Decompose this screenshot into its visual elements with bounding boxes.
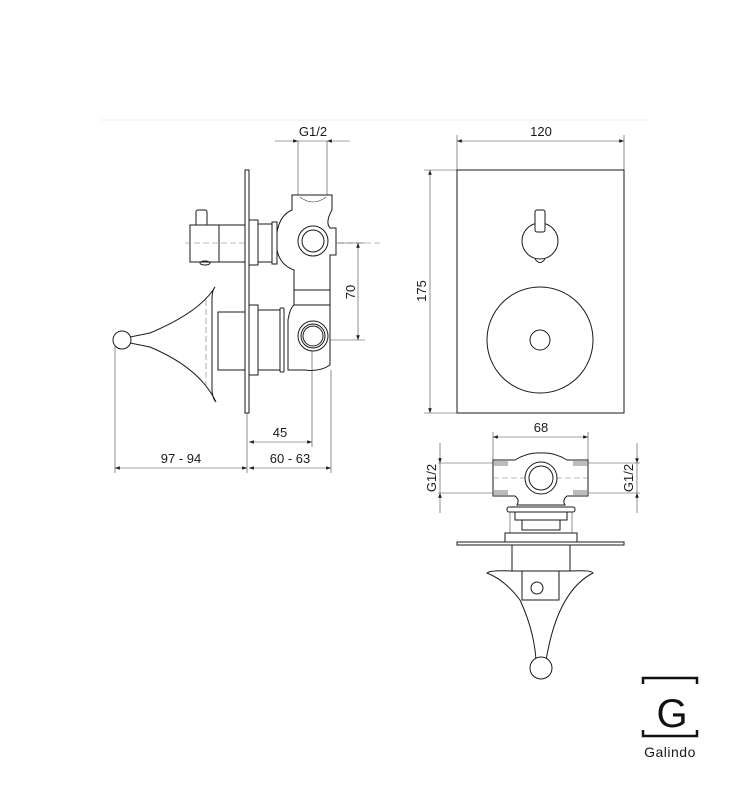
dim-port-spacing-label: 70 xyxy=(343,285,358,299)
dim-body-width-label: 68 xyxy=(534,420,548,435)
dim-body-depth-label: 60 - 63 xyxy=(270,451,310,466)
lever-ball-side xyxy=(112,330,132,350)
front-view: 120 175 xyxy=(414,124,625,414)
bottom-view: 68 G1/2 G1/2 xyxy=(424,420,640,680)
logo-letter: G xyxy=(656,692,687,736)
dim-handle-projection-label: 97 - 94 xyxy=(161,451,201,466)
dim-thread-left-label: G1/2 xyxy=(424,464,439,492)
galindo-logo: G Galindo xyxy=(641,676,699,760)
dim-thread-top-label: G1/2 xyxy=(299,124,327,139)
wall-plate-side xyxy=(244,169,250,414)
brand-name: Galindo xyxy=(644,744,696,760)
lever-ball-bottom xyxy=(529,656,553,680)
dim-depth-port-label: 45 xyxy=(273,425,287,440)
side-view: G1/2 70 xyxy=(112,124,380,473)
dim-width-label: 120 xyxy=(530,124,552,139)
dim-thread-right-label: G1/2 xyxy=(621,464,636,492)
dim-height-label: 175 xyxy=(414,280,429,302)
